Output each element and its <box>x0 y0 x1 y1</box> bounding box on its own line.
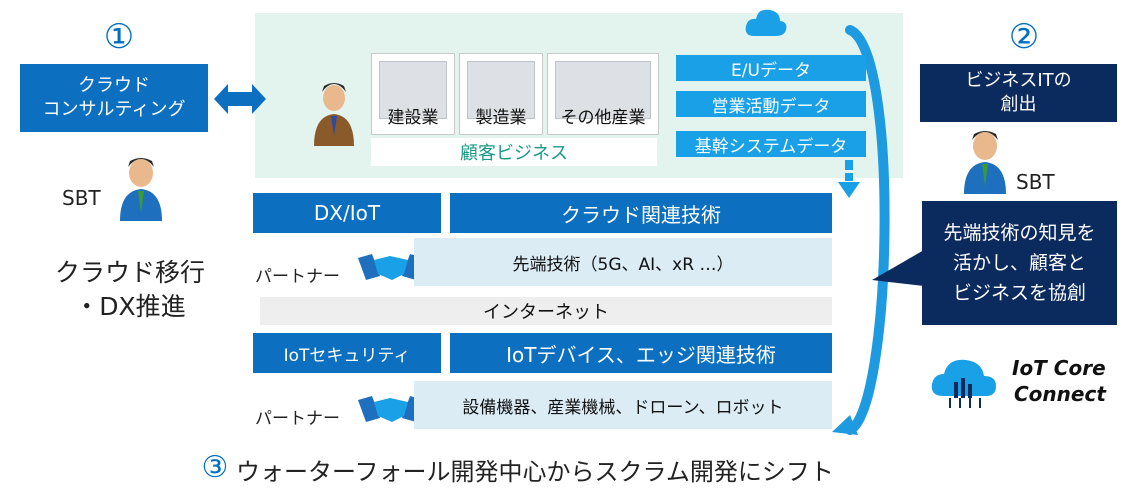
data-tab-core: 基幹システムデータ <box>676 131 866 157</box>
person-icon-right <box>964 131 1006 194</box>
cycle-arrow-icon <box>832 25 890 435</box>
data-tab-eu: E/Uデータ <box>676 55 866 81</box>
data-tab-sales: 営業活動データ <box>676 91 866 117</box>
iot-security-box: IoTセキュリティ <box>253 333 441 373</box>
down-arrow-icon <box>838 160 860 198</box>
robot-arm-icon <box>467 61 535 119</box>
callout-pointer <box>872 250 924 286</box>
migration-dx-text: クラウド移行 ・DX推進 <box>54 258 205 321</box>
industry-card-construction: 建設業 <box>371 53 455 135</box>
iot-core-connect-logo-icon <box>931 359 996 408</box>
sbt-label-right: SBT <box>1016 170 1055 194</box>
iot-devices-box: IoTデバイス、エッジ関連技術 <box>450 333 832 373</box>
industry-card-other: その他産業 <box>547 53 659 135</box>
person-icon-left <box>120 158 162 221</box>
advanced-tech-box: 先端技術（5G、AI、xR …） <box>414 238 832 286</box>
internet-band: インターネット <box>260 297 832 325</box>
industry-label: その他産業 <box>560 108 646 128</box>
bottom-shift-text: ウォーターフォール開発中心からスクラム開発にシフト <box>236 458 834 486</box>
equipment-box: 設備機器、産業機械、ドローン、ロボット <box>414 381 832 429</box>
dx-iot-box: DX/IoT <box>253 193 441 233</box>
partner-label-2: パートナー <box>255 409 340 429</box>
customer-business-label: 顧客ビジネス <box>371 138 657 166</box>
business-it-box: ビジネスITの 創出 <box>920 64 1117 122</box>
cloud-icon <box>745 9 787 37</box>
cloud-consulting-box: クラウド コンサルティング <box>20 64 208 132</box>
sbt-label-left: SBT <box>62 186 101 210</box>
partner-label-1: パートナー <box>255 267 340 287</box>
logo-text-line1: IoT Core <box>1012 356 1106 380</box>
laptops-icon <box>555 61 651 119</box>
knowledge-callout-box: 先端技術の知見を 活かし、顧客と ビジネスを協創 <box>922 201 1117 325</box>
step-1-number: ① <box>103 17 135 57</box>
logo-text-line2: Connect <box>1014 382 1106 406</box>
industry-card-manufacturing: 製造業 <box>459 53 543 135</box>
construction-crane-icon <box>379 61 447 119</box>
industry-label: 建設業 <box>387 108 439 128</box>
cloud-tech-box: クラウド関連技術 <box>450 193 832 233</box>
step-3-number: ③ <box>201 449 229 485</box>
step-2-number: ② <box>1008 17 1040 57</box>
bidirectional-arrow-icon <box>214 84 266 114</box>
customer-person-icon <box>314 83 354 146</box>
industry-label: 製造業 <box>475 108 527 128</box>
